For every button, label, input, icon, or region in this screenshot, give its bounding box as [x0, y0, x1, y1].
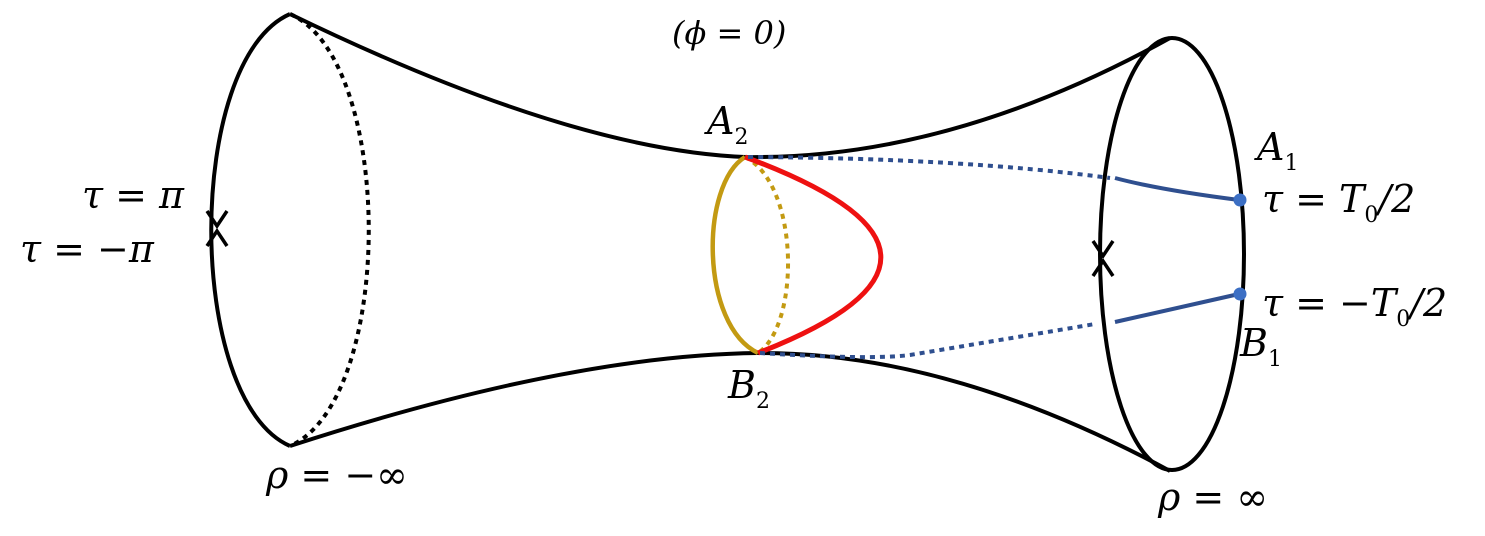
tau-T0-sub: 0 [1364, 203, 1378, 228]
point-B1 [1233, 287, 1247, 301]
left-ellipse-front [209, 12, 291, 448]
tau-T0-post: /2 [1374, 177, 1415, 221]
right-arrow-up-icon [1091, 257, 1115, 277]
tau-minus-T0-half-label: τ = −T0/2 [1262, 281, 1447, 332]
right-arrow-down-icon [1091, 240, 1115, 260]
left-arrow-up-icon [205, 227, 229, 247]
blue-path-A-dotted [747, 155, 1111, 180]
red-geodesic [744, 154, 884, 356]
point-A1 [1233, 193, 1247, 207]
left-arrow-down-icon [205, 210, 229, 230]
right-ellipse [1098, 36, 1246, 472]
B1-label: B1 [1239, 321, 1282, 372]
A1-sub: 1 [1284, 151, 1298, 176]
throat-circle-back-dotted [744, 155, 790, 355]
blue-path-B-dotted [759, 322, 1096, 360]
A1-label: A1 [1254, 125, 1298, 176]
A2-main: A [704, 99, 734, 143]
tau-mT0-post: /2 [1406, 281, 1447, 325]
rho-inf-label: ρ = ∞ [1157, 475, 1268, 519]
A2-sub: 2 [734, 125, 748, 150]
tau-pi-label: τ = π [82, 173, 185, 217]
B2-sub: 2 [756, 389, 770, 414]
throat-circle-front [710, 155, 760, 356]
A2-label: A2 [704, 99, 748, 150]
blue-path-B-solid [1114, 292, 1240, 324]
phi-label: (ϕ = 0) [672, 14, 786, 52]
rho-minus-inf-label: ρ = −∞ [265, 453, 408, 497]
tau-minus-pi-label: τ = −π [20, 227, 155, 271]
tau-mT0-sub: 0 [1396, 307, 1410, 332]
B1-sub: 1 [1268, 347, 1282, 372]
tau-T0-pre: τ = T [1262, 177, 1367, 221]
tau-mT0-pre: τ = −T [1262, 281, 1399, 325]
A1-main: A [1254, 125, 1284, 169]
B1-main: B [1239, 321, 1268, 365]
B2-label: B2 [727, 363, 770, 414]
B2-main: B [727, 363, 756, 407]
tau-T0-half-label: τ = T0/2 [1262, 177, 1415, 228]
left-ellipse-back-dotted [289, 12, 371, 448]
blue-path-A-solid [1114, 176, 1240, 202]
